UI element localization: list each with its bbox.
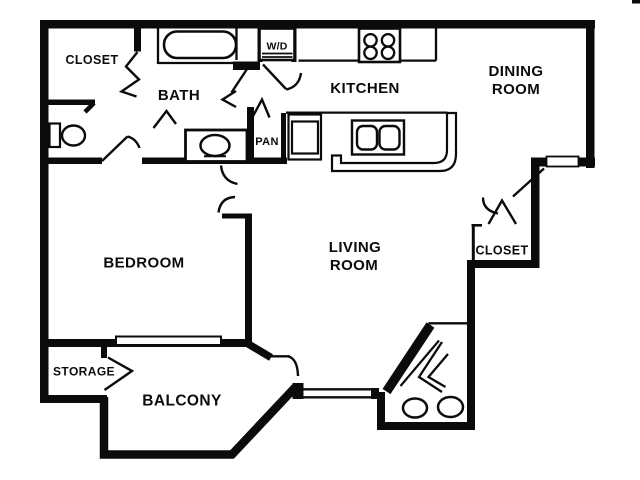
wall-storage-bottom bbox=[40, 395, 107, 403]
door-symbols bbox=[101, 51, 545, 391]
wall-bedroom-balcony-diagonal bbox=[243, 338, 273, 361]
stove-burner-2 bbox=[380, 32, 396, 48]
walls-angled bbox=[83, 101, 435, 459]
entry-door-slab bbox=[545, 155, 580, 168]
wd-door-leaf-left bbox=[230, 63, 252, 94]
balcony-door-arc bbox=[288, 355, 300, 377]
kitchen-sink-basin-right bbox=[378, 124, 401, 151]
wall-bath-bottom-left bbox=[40, 157, 102, 164]
fixtures bbox=[48, 27, 580, 419]
room-labels: CLOSET BATH W/D KITCHEN DINING ROOM PAN … bbox=[53, 41, 543, 410]
kitchen-sink-basin-left bbox=[355, 124, 379, 151]
label-bath: BATH bbox=[158, 87, 200, 104]
label-entry-closet: CLOSET bbox=[475, 244, 528, 258]
wall-pantry-left bbox=[247, 107, 254, 164]
entry-door-leaf bbox=[512, 167, 545, 198]
balcony-railing bbox=[99, 384, 299, 459]
wall-nook-tick bbox=[83, 101, 96, 114]
wall-left bbox=[40, 20, 49, 403]
vanity-door bbox=[152, 108, 177, 129]
wall-tub-corner bbox=[233, 61, 260, 70]
washer-dryer-unit bbox=[258, 27, 296, 62]
label-storage: STORAGE bbox=[53, 365, 115, 379]
wall-hall-stub bbox=[222, 213, 252, 219]
label-pantry: PAN bbox=[255, 136, 279, 148]
bedroom-closet-door bbox=[118, 51, 141, 98]
corner-artifact bbox=[632, 0, 640, 4]
wall-closet1-right bbox=[134, 28, 141, 52]
sliding-glass-door bbox=[115, 335, 222, 346]
label-bedroom: BEDROOM bbox=[103, 255, 184, 272]
stove-burner-1 bbox=[363, 32, 378, 48]
pantry-door bbox=[248, 96, 271, 124]
wall-right bbox=[586, 20, 595, 168]
fireplace-log-left bbox=[401, 397, 429, 419]
wall-bedroom-living bbox=[245, 213, 252, 344]
label-washer-dryer: W/D bbox=[266, 41, 287, 53]
bedroom-hall-door-leaf bbox=[101, 135, 129, 162]
wall-living-right bbox=[467, 260, 475, 430]
fireplace-inner-diagonal bbox=[399, 339, 440, 387]
label-kitchen: KITCHEN bbox=[330, 80, 399, 97]
wall-toilet-nook-top bbox=[40, 99, 95, 105]
bedroom-hall-door-arc bbox=[127, 135, 141, 149]
fireplace-hearth-outer bbox=[417, 341, 443, 393]
wall-entry-closet-bottom bbox=[467, 260, 540, 268]
label-bedroom-closet: CLOSET bbox=[65, 53, 118, 67]
wall-window-cap bbox=[371, 388, 379, 399]
bathtub bbox=[162, 30, 238, 60]
fireplace-front-diagonal bbox=[382, 322, 435, 395]
hall-door-arc-lower bbox=[217, 195, 236, 213]
stove-burner-4 bbox=[380, 45, 396, 61]
wall-pantry-right bbox=[281, 113, 286, 164]
fireplace-hearth-inner bbox=[426, 353, 449, 388]
label-living-line1: LIVING bbox=[329, 239, 381, 256]
wd-door-leaf-right bbox=[262, 63, 287, 90]
wall-fireplace-bottom bbox=[378, 422, 475, 430]
wd-door-arc bbox=[285, 72, 303, 91]
bath-door bbox=[220, 89, 237, 109]
label-balcony: BALCONY bbox=[142, 393, 222, 410]
balcony-railing-cap bbox=[292, 383, 304, 399]
wall-storage-jamb bbox=[101, 347, 107, 358]
kitchen-island-bar bbox=[330, 111, 458, 173]
thin-partitions bbox=[156, 28, 482, 399]
stove-burner-3 bbox=[363, 45, 378, 61]
wall-fireplace-left bbox=[377, 392, 385, 430]
label-dining-line1: DINING bbox=[489, 63, 544, 80]
storage-door bbox=[103, 356, 135, 391]
wall-top bbox=[40, 20, 595, 29]
toilet-tank bbox=[48, 122, 62, 149]
hall-door-arc-upper bbox=[219, 165, 238, 186]
entry-closet-door bbox=[487, 198, 518, 225]
label-dining-line2: ROOM bbox=[492, 81, 540, 98]
fireplace-log-right bbox=[436, 395, 465, 419]
refrigerator-inner bbox=[290, 120, 320, 155]
toilet-bowl bbox=[60, 124, 87, 147]
label-living-line2: ROOM bbox=[330, 257, 378, 274]
wall-below-entry bbox=[531, 165, 540, 268]
vanity-sink bbox=[199, 133, 231, 158]
walls bbox=[40, 0, 640, 430]
